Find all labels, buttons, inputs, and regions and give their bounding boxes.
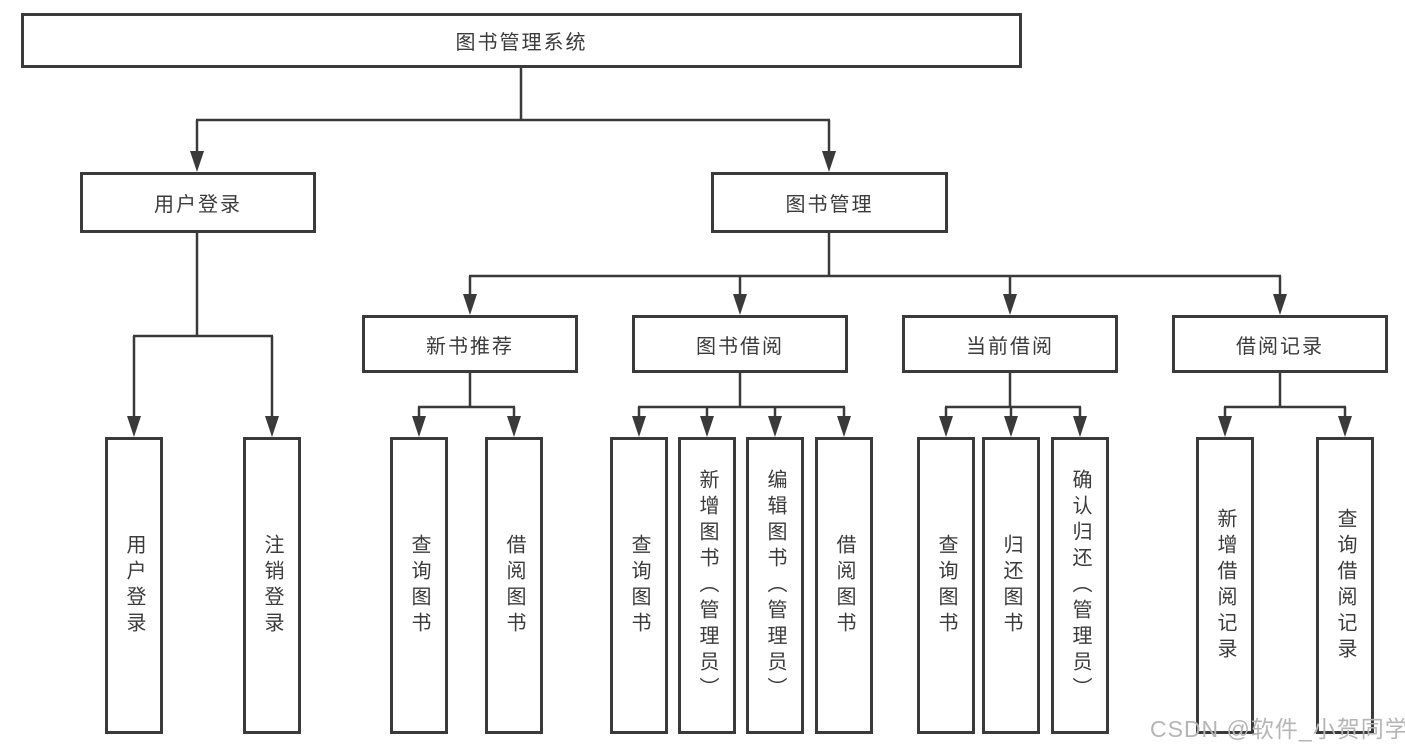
leaf-query-books-borrowing: 查询图书 bbox=[610, 437, 668, 734]
leaf-edit-book-admin: 编辑图书（管理员） bbox=[746, 437, 804, 734]
leaf-confirm-return-admin: 确认归还（管理员） bbox=[1051, 437, 1109, 734]
tree-edges bbox=[132, 68, 1347, 421]
leaf-add-borrow-record: 新增借阅记录 bbox=[1196, 437, 1254, 734]
leaf-logout-login: 注销登录 bbox=[243, 437, 301, 734]
leaf-borrow-books-borrowing: 借阅图书 bbox=[815, 437, 873, 734]
leaf-add-book-admin: 新增图书（管理员） bbox=[678, 437, 736, 734]
node-book-borrowing: 图书借阅 bbox=[632, 315, 848, 373]
watermark: CSDN @软件_小贺同学 bbox=[1150, 716, 1405, 742]
node-user-login: 用户登录 bbox=[80, 172, 316, 233]
leaf-user-login: 用户登录 bbox=[105, 437, 163, 734]
node-current-borrowing: 当前借阅 bbox=[902, 315, 1118, 373]
arrowheads bbox=[127, 151, 1352, 437]
node-borrowing-records: 借阅记录 bbox=[1172, 315, 1388, 373]
leaf-query-borrow-record: 查询借阅记录 bbox=[1316, 437, 1374, 734]
node-book-management: 图书管理 bbox=[711, 172, 948, 233]
node-new-book-recommend: 新书推荐 bbox=[362, 315, 578, 373]
leaf-query-books-recommend: 查询图书 bbox=[390, 437, 448, 734]
leaf-return-books: 归还图书 bbox=[982, 437, 1040, 734]
node-library-system: 图书管理系统 bbox=[21, 13, 1022, 68]
leaf-query-books-current: 查询图书 bbox=[917, 437, 975, 734]
leaf-borrow-books-recommend: 借阅图书 bbox=[485, 437, 543, 734]
